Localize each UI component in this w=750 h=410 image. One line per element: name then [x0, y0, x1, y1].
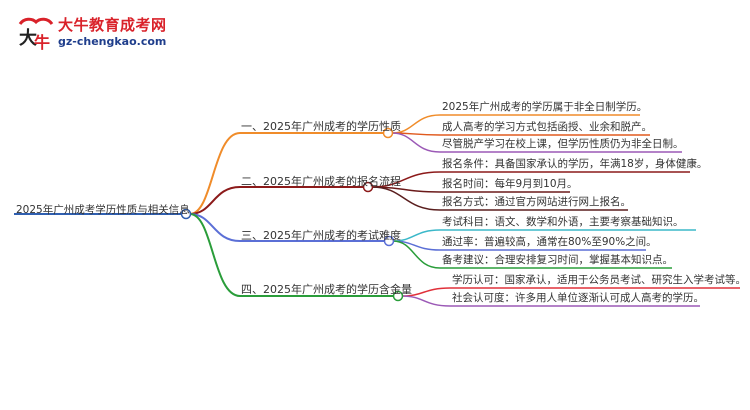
leaf-label: 备考建议：合理安排复习时间，掌握基本知识点。 [442, 254, 673, 266]
leaf-connector [401, 295, 451, 307]
leaf-label: 2025年广州成考的学历属于非全日制学历。 [442, 101, 648, 113]
leaf-label: 尽管脱产学习在校上课，但学历性质仍为非全日制。 [442, 138, 684, 150]
branch-node [362, 181, 374, 193]
leaf-connector [391, 132, 441, 153]
branch-label: 四、2025年广州成考的学历含金量 [241, 283, 412, 296]
branch-node [382, 127, 394, 139]
leaf-label: 报名方式：通过官方网站进行网上报名。 [442, 196, 631, 208]
leaf-connector [392, 240, 441, 269]
leaf-label: 学历认可：国家承认，适用于公务员考试、研究生入学考试等。 [452, 274, 746, 286]
leaf-label: 通过率：普遍较高，通常在80%至90%之间。 [442, 236, 657, 248]
branch-connector [189, 213, 241, 297]
branch-connector [189, 186, 241, 215]
leaf-connector [371, 186, 441, 211]
branch-label: 一、2025年广州成考的学历性质 [241, 120, 401, 133]
branch-connector [189, 132, 241, 215]
branch-node [392, 290, 404, 302]
leaf-label: 社会认可度：许多用人单位逐渐认可成人高考的学历。 [452, 292, 704, 304]
leaf-label: 报名时间：每年9月到10月。 [442, 178, 578, 190]
leaf-label: 成人高考的学习方式包括函授、业余和脱产。 [442, 121, 652, 133]
site-name: 大牛教育成考网 [58, 16, 167, 34]
branch-label: 二、2025年广州成考的报名流程 [241, 175, 401, 188]
branch-label: 三、2025年广州成考的考试难度 [241, 229, 401, 242]
root-topic: 2025年广州成考学历性质与相关信息 [16, 204, 190, 216]
site-logo[interactable]: 大 牛 大牛教育成考网 gz-chengkao.com [14, 12, 174, 54]
site-url: gz-chengkao.com [58, 35, 167, 48]
leaf-label: 报名条件：具备国家承认的学历，年满18岁，身体健康。 [442, 158, 708, 170]
leaf-label: 考试科目：语文、数学和外语，主要考察基础知识。 [442, 216, 684, 228]
svg-text:牛: 牛 [34, 33, 50, 52]
ox-mascot-icon: 大 牛 [18, 17, 54, 52]
svg-text:大: 大 [19, 27, 37, 49]
branch-node [383, 235, 395, 247]
root-node [180, 208, 192, 220]
